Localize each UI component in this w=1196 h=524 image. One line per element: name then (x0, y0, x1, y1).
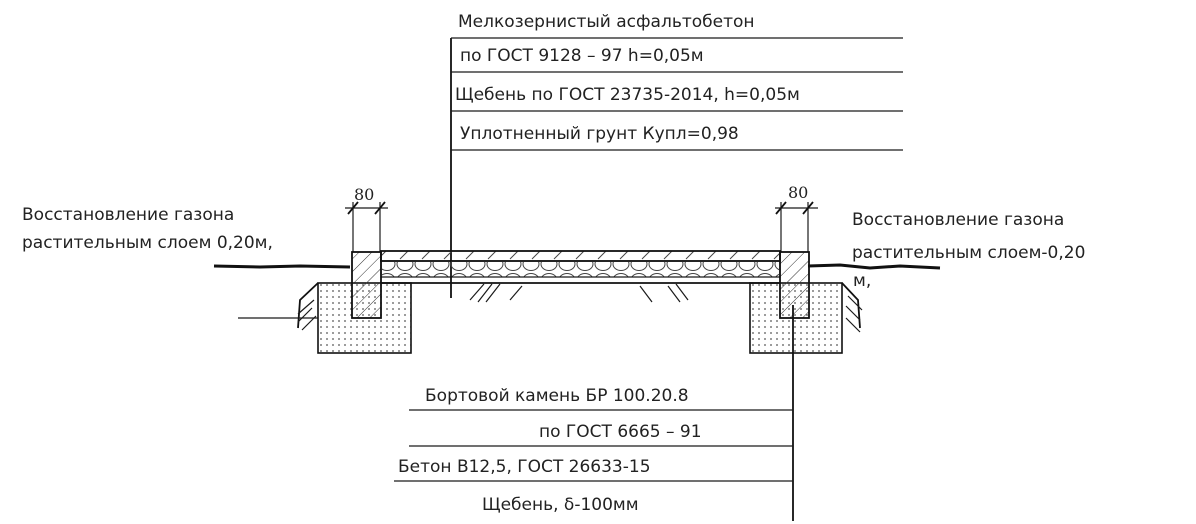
slope-left (297, 282, 319, 329)
ground-line-left (213, 264, 351, 269)
dimension-left: 80 (354, 185, 374, 204)
lawn-right-line2: растительным слоем-0,20 (852, 243, 1085, 263)
slope-right-hatch (845, 295, 863, 333)
soil-hatch (469, 283, 689, 303)
lawn-right-line3: м, (853, 271, 871, 291)
dimension-right: 80 (788, 183, 808, 202)
dimension-left-tick2 (374, 201, 386, 215)
dimension-right-tick1 (775, 201, 787, 215)
gravel-label: Щебень по ГОСТ 23735-2014, h=0,05м (455, 85, 800, 105)
soil-label: Уплотненный грунт Купл=0,98 (460, 124, 739, 144)
slope-left-hatch (297, 299, 317, 331)
gravel-layer (380, 260, 781, 278)
curb-left (351, 251, 382, 319)
curb-label-line2: по ГОСТ 6665 – 91 (539, 422, 702, 442)
crushed-stone-label: Щебень, δ-100мм (482, 495, 639, 515)
asphalt-layer (380, 250, 781, 262)
asphalt-label-line2: по ГОСТ 9128 – 97 h=0,05м (460, 46, 704, 66)
lawn-left-line2: растительным слоем 0,20м, (22, 233, 273, 253)
dimension-left-tick1 (347, 201, 359, 215)
lawn-left-line1: Восстановление газона (22, 205, 234, 225)
asphalt-label-line1: Мелкозернистый асфальтобетон (458, 12, 755, 32)
lawn-right-line1: Восстановление газона (852, 210, 1064, 230)
ground-line-right (807, 263, 941, 270)
curb-right (779, 251, 810, 319)
curb-label-line1: Бортовой камень БР 100.20.8 (425, 386, 689, 406)
concrete-label: Бетон В12,5, ГОСТ 26633-15 (398, 457, 651, 477)
dimension-right-tick2 (802, 201, 814, 215)
